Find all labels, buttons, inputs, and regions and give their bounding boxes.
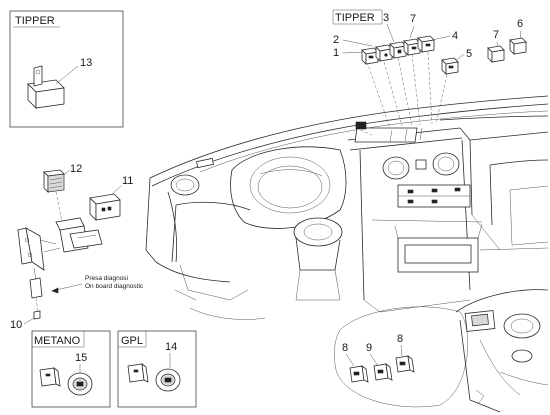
metano-title: METANO [34,335,81,347]
switch-3 [389,41,407,59]
switch-5 [441,57,459,75]
switch-4 [417,35,435,53]
part-8-right [395,355,415,373]
callout-11: 11 [122,175,133,187]
callout-9: 9 [366,342,372,354]
callout-1: 1 [333,47,339,59]
callout-8-right: 8 [397,333,403,345]
tipper-top-title: TIPPER [335,12,375,24]
callout-12: 12 [70,163,82,175]
callout-13: 13 [80,57,92,69]
callout-2: 2 [333,34,339,46]
note-on-board-diagnostic: On board diagnostic [85,283,144,290]
relay-part [27,65,65,109]
part-15 [39,367,93,396]
part-9 [373,363,393,381]
tipper-inset: TIPPER 13 [9,10,124,128]
callout-7-top: 7 [410,13,416,25]
callout-8-left: 8 [342,342,348,354]
switch-1 [361,47,379,65]
callout-10: 10 [10,319,22,331]
callout-15: 15 [75,352,87,364]
note-presa-diagnosi: Presa diagnosi [85,275,128,282]
part-8-left [349,365,369,383]
tipper-inset-title: TIPPER [15,15,55,27]
gpl-box: GPL 14 [117,330,197,408]
callout-4: 4 [452,30,458,42]
callout-5: 5 [466,48,472,60]
switch-7b [487,45,505,63]
bracket-assembly [17,191,103,320]
switch-7a [403,38,421,56]
part-14 [127,363,181,392]
switch-2 [375,44,393,62]
gpl-title: GPL [121,335,143,347]
left-parts: 12 11 [10,163,144,331]
callout-7-right: 7 [493,29,499,41]
callout-14: 14 [165,341,177,353]
metano-box: METANO 15 [31,330,111,408]
callout-6: 6 [517,18,523,30]
part-12 [43,169,65,193]
dashboard-drawing [145,51,549,320]
callout-3: 3 [383,12,389,24]
lower-right-detail: 8 9 8 [334,289,549,413]
part-11 [89,193,121,221]
tipper-switches: TIPPER 3 7 6 2 4 7 1 5 [332,9,527,75]
switch-6 [509,37,527,55]
